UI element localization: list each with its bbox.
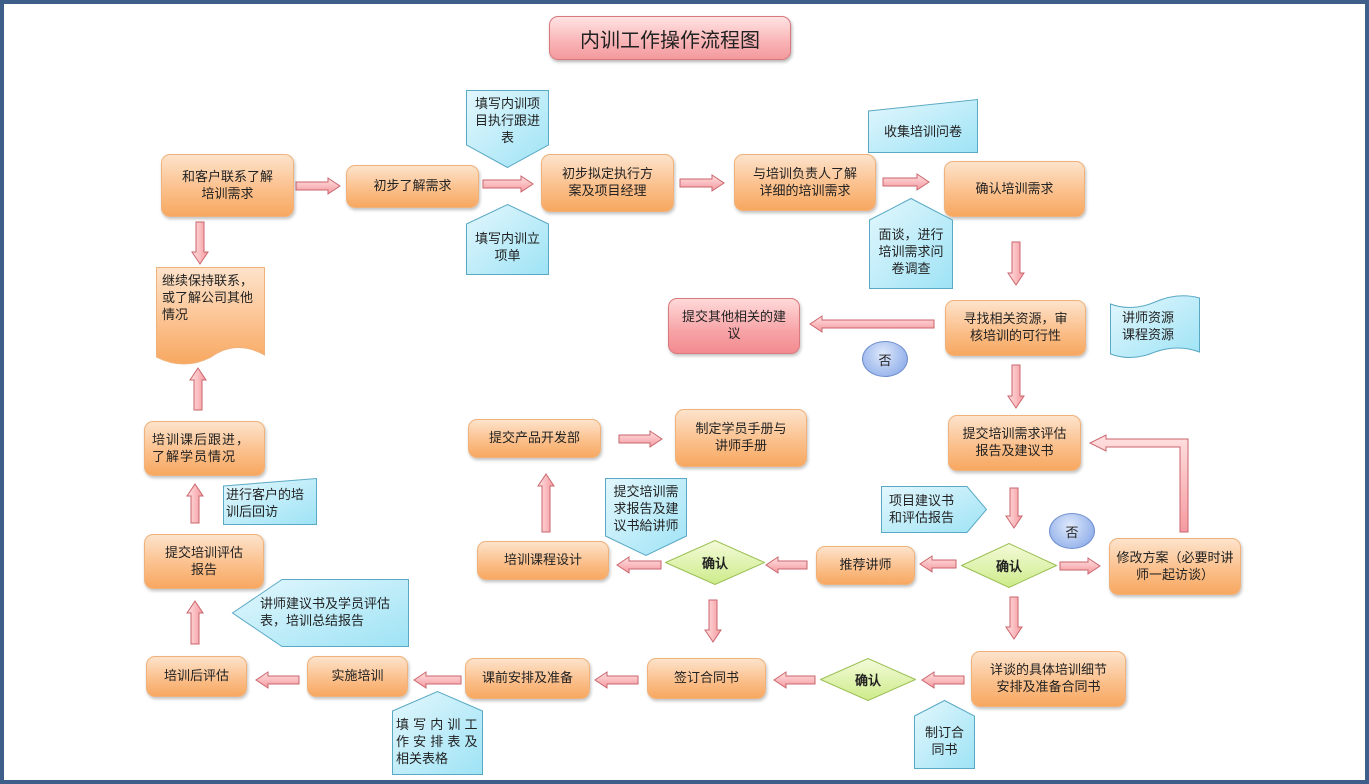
node-detail-needs[interactable]: 与培训负责人了解详细的培训需求	[734, 154, 876, 211]
node-draft-plan[interactable]: 初步拟定执行方案及项目经理	[541, 154, 674, 212]
note-submit-to-trainer: 提交培训需求报告及建议书給讲师	[605, 478, 687, 557]
node-pre-arrange[interactable]: 课前安排及准备	[465, 658, 590, 699]
arrow-initial-to-draft	[482, 175, 534, 193]
note-resources: 讲师资源课程资源	[1110, 294, 1200, 360]
note-make-contract: 制订合同书	[914, 699, 975, 769]
note-client-visit: 进行客户的培训后回访	[223, 477, 317, 525]
note-fill-project: 填写内训立项单	[466, 203, 549, 275]
arrow-revise-to-assessment	[1088, 434, 1189, 533]
note-proposal-report: 项目建议书和评估报告	[881, 486, 988, 533]
arrow-contact-to-initial	[295, 177, 341, 195]
decision-confirm-course[interactable]: 确认	[665, 540, 765, 585]
arrow-course-to-product	[537, 473, 555, 533]
node-initial-understand[interactable]: 初步了解需求	[346, 165, 479, 208]
node-followup-after[interactable]: 培训课后跟进，了解学员情况	[144, 421, 265, 476]
arrow-draft-to-detail	[679, 174, 725, 192]
label-no-resources: 否	[862, 341, 908, 377]
arrow-assessment-to-decision	[1005, 487, 1023, 529]
arrow-implement-to-post	[255, 671, 300, 689]
node-confirm-needs[interactable]: 确认培训需求	[944, 161, 1085, 217]
node-submit-product-dept[interactable]: 提交产品开发部	[468, 419, 601, 458]
node-make-handbooks[interactable]: 制定学员手册与讲师手册	[675, 409, 807, 467]
arrow-detail-to-confirm	[882, 173, 930, 191]
arrow-decision-to-sign	[704, 599, 722, 643]
node-post-eval[interactable]: 培训后评估	[146, 656, 247, 697]
arrow-decision-to-trainer	[919, 555, 957, 573]
node-recommend-trainer[interactable]: 推荐讲师	[816, 546, 915, 585]
document-shape	[156, 267, 265, 365]
arrows-layer	[186, 173, 1189, 689]
node-detail-talk[interactable]: 详谈的具体培训细节安排及准备合同书	[971, 651, 1126, 707]
label-no-assessment: 否	[1049, 513, 1095, 549]
arrow-sign-to-pre	[594, 671, 639, 689]
decision-confirm-assessment[interactable]: 确认	[961, 543, 1057, 588]
arrow-post-to-eval	[186, 600, 204, 645]
chart-title: 内训工作操作流程图	[549, 16, 791, 60]
arrow-product-to-handbooks	[618, 430, 663, 448]
arrow-find-to-assessment	[1007, 364, 1025, 409]
arrow-decision-to-revise	[1059, 557, 1101, 575]
arrow-followup-to-keep	[189, 367, 207, 411]
node-find-resources[interactable]: 寻找相关资源，审核培训的可行性	[945, 300, 1086, 356]
arrow-decision-to-sign2	[773, 671, 816, 689]
note-fill-tracking: 填写内训项目执行跟进表	[466, 90, 549, 169]
node-implement[interactable]: 实施培训	[307, 656, 408, 697]
node-sign-contract[interactable]: 签订合同书	[647, 658, 766, 699]
node-course-design[interactable]: 培训课程设计	[477, 541, 609, 580]
note-interview-survey: 面谈，进行培训需求问卷调查	[869, 197, 953, 289]
node-revise-plan[interactable]: 修改方案（必要时讲师一起访谈）	[1109, 538, 1241, 595]
arrow-trainer-to-decision	[765, 556, 808, 574]
note-trainer-reports: 讲师建议书及学员评估表，培训总结报告	[231, 579, 409, 647]
node-contact-client[interactable]: 和客户联系了解培训需求	[161, 154, 294, 217]
node-submit-assessment[interactable]: 提交培训需求评估报告及建议书	[948, 415, 1081, 471]
arrow-pre-to-implement	[413, 671, 462, 689]
decision-confirm-contract[interactable]: 确认	[820, 658, 916, 701]
arrow-detail-to-decision	[921, 671, 965, 689]
arrow-decision-to-course	[616, 556, 662, 574]
arrow-contact-to-keep	[191, 221, 209, 265]
arrow-decision-to-detail	[1005, 596, 1023, 640]
node-submit-eval-report[interactable]: 提交培训评估报告	[144, 534, 264, 589]
arrow-find-to-other	[809, 315, 935, 333]
arrow-eval-to-followup	[186, 483, 204, 524]
node-keep-contact[interactable]: 继续保持联系，或了解公司其他情况	[156, 267, 265, 365]
note-collect-survey: 收集培训问卷	[868, 98, 978, 153]
flowchart-canvas: 内训工作操作流程图 和客户联系了解培训需求 初步了解需求 初步拟定执行方案及项目…	[4, 4, 1365, 780]
arrow-confirm-to-find	[1007, 241, 1025, 286]
node-other-suggestions[interactable]: 提交其他相关的建议	[668, 298, 800, 354]
note-fill-schedule: 填 写 内 训 工作 安 排 表 及相关表格	[392, 690, 483, 775]
